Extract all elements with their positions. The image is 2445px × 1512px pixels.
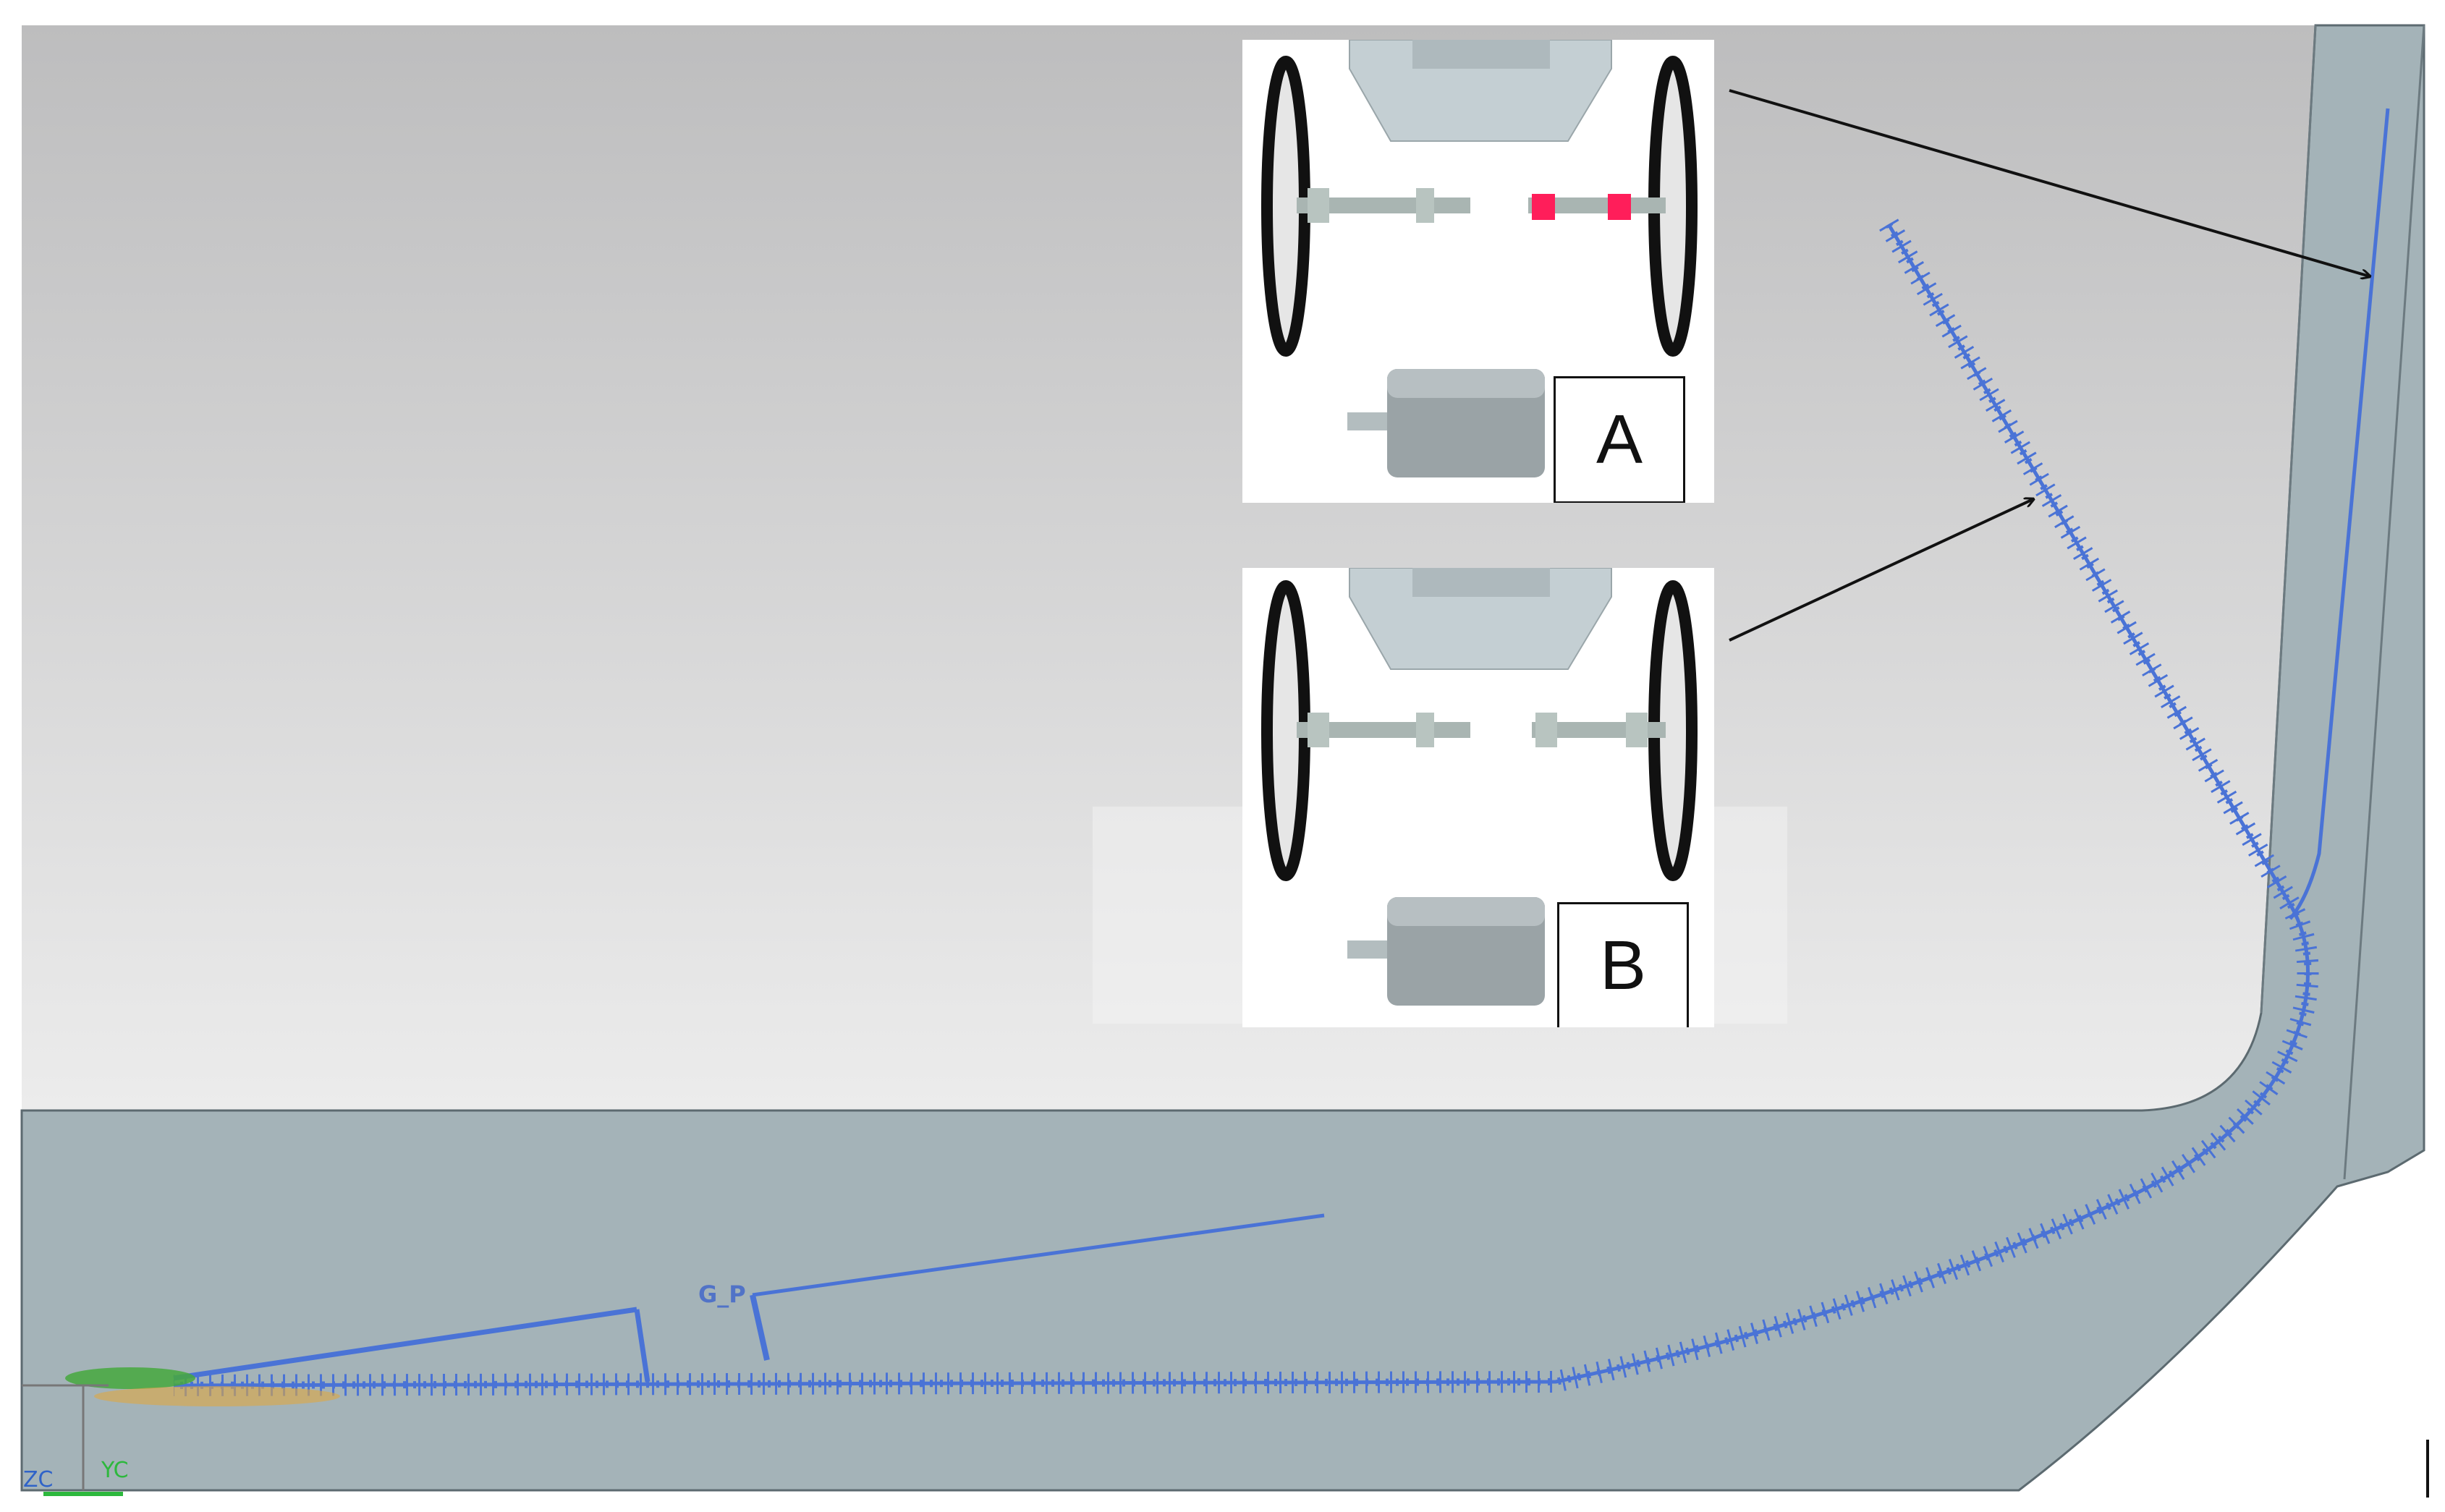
axle-icon [1528, 194, 1666, 220]
axle-icon [1297, 188, 1470, 223]
arrow-to-track-a [1729, 89, 2370, 276]
chassis-top-icon [1412, 568, 1550, 597]
model-label: G_P [698, 1280, 746, 1308]
highlight-red-block [1532, 194, 1555, 220]
motor-icon [1347, 369, 1545, 477]
sensor-line-4 [750, 1294, 770, 1361]
axle-icon [1532, 713, 1666, 747]
motor-icon [1347, 897, 1545, 1006]
vehicle-inset-b: B [1242, 568, 1714, 1027]
track-b-ties [173, 218, 2319, 1396]
axis-label-yc: YC [101, 1458, 129, 1483]
floor-surface [20, 24, 2425, 1492]
arrow-to-track-b [1729, 499, 2033, 642]
vehicle-a-drawing [1261, 40, 1698, 477]
origin-green-cluster [65, 1367, 195, 1389]
axle-icon [1297, 713, 1470, 747]
sensor-line-3 [752, 1213, 1325, 1297]
wall-edge [2260, 25, 2317, 1014]
label-a: A [1554, 376, 1685, 503]
origin-orange-cluster [94, 1386, 340, 1406]
vehicle-b-drawing [1261, 568, 1698, 1006]
sensor-line-2 [634, 1309, 651, 1383]
sensor-line-1 [173, 1307, 637, 1381]
chassis-top-icon [1412, 40, 1550, 69]
vehicle-inset-a: A [1242, 40, 1714, 503]
highlight-red-block [1608, 194, 1631, 220]
wall-edge-right [2343, 25, 2425, 1180]
axis-label-zc: ZC [23, 1467, 54, 1492]
label-b: B [1557, 902, 1689, 1027]
